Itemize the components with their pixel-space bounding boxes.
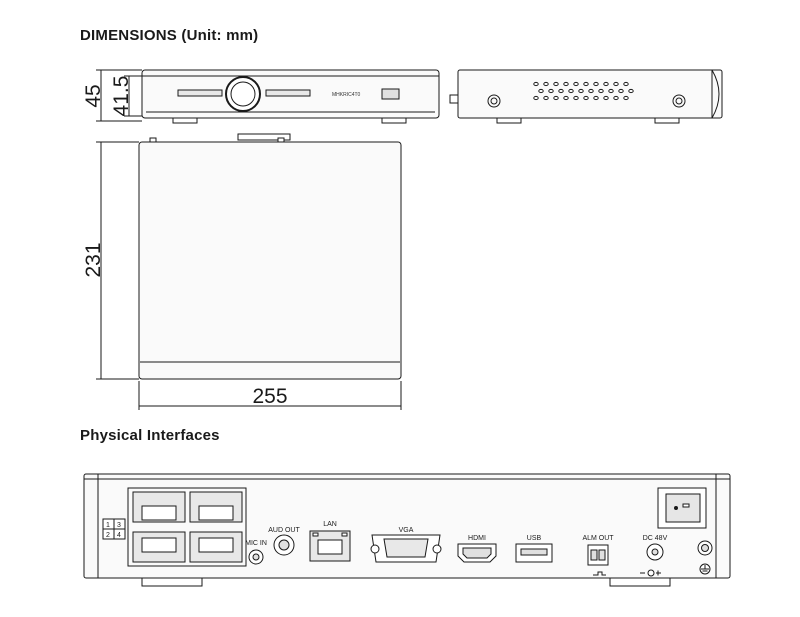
usb-label: USB (527, 535, 542, 542)
power-switch (657, 487, 707, 529)
vent-hole (533, 81, 539, 87)
vent-hole (558, 88, 564, 94)
vent-hole (553, 95, 559, 101)
vent-hole (603, 81, 609, 87)
poe-label-4: 4 (117, 532, 121, 539)
vent-hole (583, 95, 589, 101)
dimensions-heading: DIMENSIONS (Unit: mm) (80, 27, 259, 44)
mic-in-port (248, 549, 264, 565)
side-view (449, 69, 723, 124)
poe-label-3: 3 (117, 522, 121, 529)
ground-screw (697, 540, 713, 575)
vga-label: VGA (399, 527, 414, 534)
vga-port (370, 534, 442, 563)
dc-power-jack (640, 543, 664, 577)
vent-hole (623, 81, 629, 87)
vent-hole (573, 81, 579, 87)
top-view (138, 133, 402, 380)
front-view (141, 69, 440, 124)
vent-hole (543, 95, 549, 101)
alm-out-label: ALM OUT (582, 535, 614, 542)
vent-hole (618, 88, 624, 94)
vent-hole (538, 88, 544, 94)
vent-hole (593, 81, 599, 87)
vent-hole (578, 88, 584, 94)
dim-depth-231: 231 (82, 242, 105, 277)
mic-in-label: MIC IN (245, 540, 267, 547)
dc-48v-label: DC 48V (643, 535, 668, 542)
vent-hole (553, 81, 559, 87)
alarm-out-terminal (587, 544, 609, 576)
lan-port (309, 530, 351, 562)
depth-width-dimension-lines (96, 141, 402, 410)
vent-hole (533, 95, 539, 101)
poe-ports (127, 487, 247, 567)
poe-label-1: 1 (106, 522, 110, 529)
vent-hole (593, 95, 599, 101)
vent-hole (563, 95, 569, 101)
hdmi-label: HDMI (468, 535, 486, 542)
vent-hole (603, 95, 609, 101)
poe-number-box (102, 518, 126, 540)
poe-label-2: 2 (106, 532, 110, 539)
vent-hole (588, 88, 594, 94)
vent-hole (598, 88, 604, 94)
side-vent-holes (533, 81, 634, 101)
vent-hole (608, 88, 614, 94)
vent-hole (613, 95, 619, 101)
vent-hole (573, 95, 579, 101)
aud-out-label: AUD OUT (268, 527, 300, 534)
hdmi-port (457, 543, 497, 563)
height-dimension-lines (96, 69, 142, 122)
vent-hole (548, 88, 554, 94)
vent-hole (623, 95, 629, 101)
vent-hole (613, 81, 619, 87)
usb-port (515, 543, 553, 563)
vent-hole (568, 88, 574, 94)
front-brand-text: MHKRIC4T0 (332, 92, 361, 98)
lan-label: LAN (323, 521, 337, 528)
dim-height-45: 45 (82, 84, 105, 107)
physical-interfaces-heading: Physical Interfaces (80, 427, 220, 444)
vent-hole (563, 81, 569, 87)
vent-hole (628, 88, 634, 94)
vent-hole (583, 81, 589, 87)
audio-out-port (273, 534, 295, 556)
vent-hole (543, 81, 549, 87)
dim-height-41-5: 41.5 (110, 76, 133, 117)
dim-width-255: 255 (252, 385, 287, 408)
